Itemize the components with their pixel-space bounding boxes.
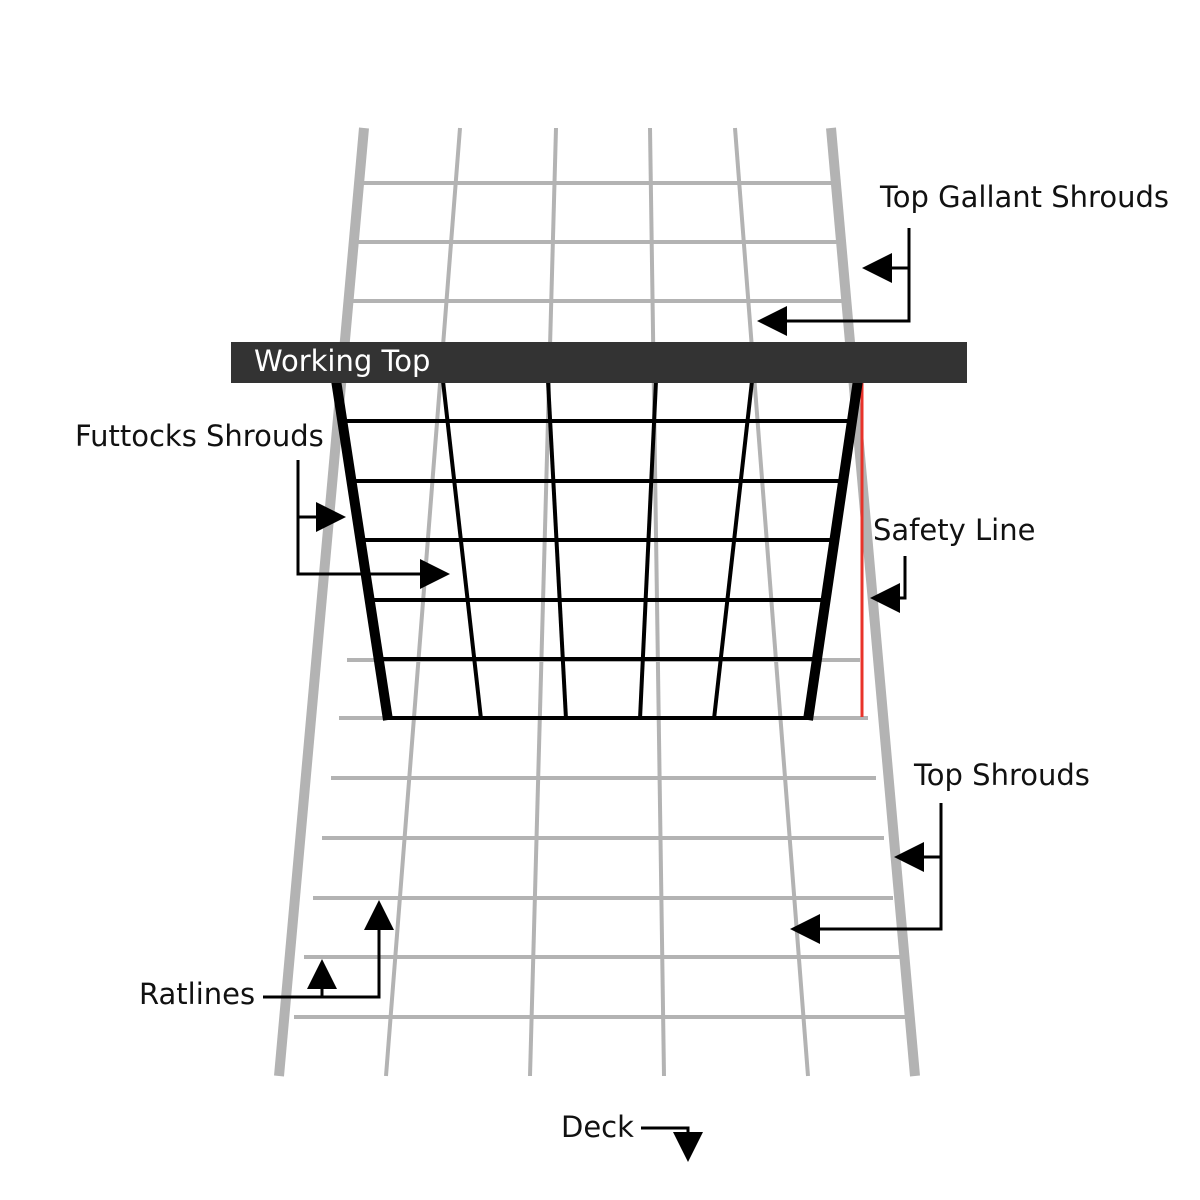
- futtock-inner-shroud: [638, 380, 658, 720]
- deck-label: Deck: [561, 1110, 634, 1144]
- futtock-outer-shrouds: [331, 379, 863, 721]
- callout-top-gallant-1: [862, 228, 911, 283]
- top-gallant-shrouds-label: Top Gallant Shrouds: [880, 180, 1169, 214]
- callout-top-shrouds-2: [790, 857, 943, 944]
- working-top-bar: [231, 342, 967, 383]
- callout-safety-line: [870, 556, 907, 613]
- working-top-label: Working Top: [254, 344, 431, 378]
- top-shrouds-label: Top Shrouds: [914, 758, 1090, 792]
- callout-deck: [641, 1126, 703, 1162]
- futtock-inner-shroud: [546, 380, 568, 720]
- futtock-outer-shroud-right: [803, 379, 863, 721]
- futtock-outer-shroud-left: [331, 379, 393, 721]
- futtock-inner-shrouds: [441, 380, 754, 720]
- outer-shroud-left: [274, 127, 369, 1077]
- outer-shroud-right: [826, 127, 920, 1077]
- callout-ratlines-2: [322, 900, 394, 999]
- safety-line-label: Safety Line: [873, 513, 1036, 547]
- ratlines-label: Ratlines: [139, 977, 256, 1011]
- callout-top-gallant-2: [757, 268, 911, 336]
- futtocks-shrouds-label: Futtocks Shrouds: [75, 419, 324, 453]
- futtock-inner-shroud: [712, 380, 754, 720]
- callout-futtocks-2: [296, 517, 450, 589]
- callout-top-shrouds-1: [894, 803, 943, 872]
- futtock-inner-shroud: [441, 380, 483, 720]
- callout-leaders: [263, 228, 943, 1162]
- futtock-ratlines: [347, 419, 856, 720]
- futtock-shroud-assembly: [331, 379, 863, 721]
